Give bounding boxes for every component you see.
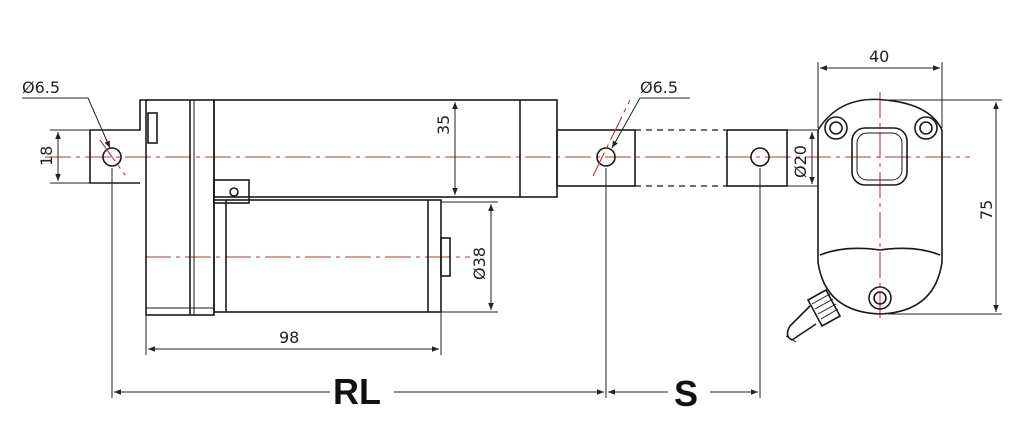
actuator-housing — [145, 99, 215, 316]
label-gearbox-height: 75 — [977, 200, 996, 220]
motor-mount-tab — [213, 179, 250, 204]
dim-front-pin: Ø6.5 — [611, 78, 690, 149]
extended-rod — [635, 129, 788, 187]
gearbox-side-view — [785, 98, 943, 343]
label-outer-tube-dia: 35 — [434, 115, 453, 135]
extended-pin-hole — [750, 147, 770, 167]
inner-rod — [556, 99, 636, 187]
square-drive-boss — [851, 127, 908, 186]
front-pin-hole — [596, 147, 616, 167]
label-motor-length: 98 — [279, 328, 299, 347]
dim-retracted-length-and-stroke: RL S — [111, 168, 761, 414]
label-retracted-length: RL — [333, 371, 381, 412]
dim-gearbox-height: 75 — [888, 99, 1002, 315]
rear-pin-hole — [102, 147, 122, 167]
dim-rear-pin: Ø6.5 — [22, 78, 111, 149]
label-rod-dia: Ø20 — [791, 145, 810, 178]
gearbox-screw-bottom — [873, 291, 887, 305]
outer-tube — [213, 99, 558, 198]
dim-motor-dia: Ø38 — [441, 201, 498, 313]
dim-motor-length: 98 — [145, 312, 442, 355]
dim-outer-tube: 35 — [434, 102, 458, 195]
label-front-pin-dia: Ø6.5 — [640, 78, 678, 97]
housing-block — [145, 99, 215, 316]
dim-rear-bracket-height: 18 — [37, 129, 90, 184]
gearbox-screw-top-right — [919, 121, 933, 135]
gearbox-screw-top-left — [829, 121, 843, 135]
cable-gland — [785, 288, 842, 343]
label-rear-pin-dia: Ø6.5 — [22, 78, 60, 97]
dim-gearbox-width: 40 — [817, 47, 943, 128]
motor — [213, 179, 451, 313]
label-gearbox-width: 40 — [869, 47, 889, 66]
label-motor-dia: Ø38 — [470, 247, 489, 280]
label-rear-bracket-height: 18 — [37, 146, 56, 166]
label-stroke: S — [674, 373, 698, 414]
dim-rod-dia: Ø20 — [787, 129, 818, 187]
rear-clevis — [89, 99, 158, 184]
